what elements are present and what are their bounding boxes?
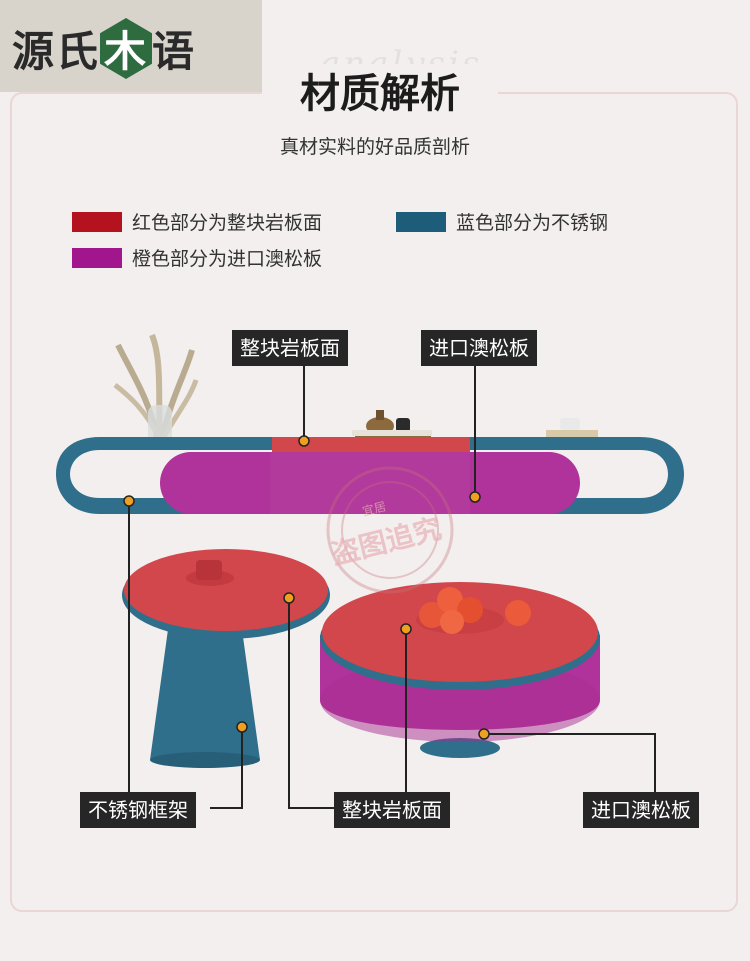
page-title: 材质解析 (262, 64, 498, 124)
marker-dot (123, 495, 135, 507)
logo-text-start: 源氏 (12, 27, 101, 76)
marker-dot (298, 435, 310, 447)
logo-text-end: 语 (152, 27, 197, 76)
marker-dot (478, 728, 490, 740)
marker-dots (123, 435, 490, 740)
marker-dot (469, 491, 481, 503)
legend-item-magenta: 橙色部分为进口澳松板 (72, 244, 322, 271)
page-subtitle: 真材实料的好品质剖析 (279, 136, 470, 158)
callout-stone-top-bottom: 整块岩板面 (334, 792, 450, 828)
callout-board-bottom: 进口澳松板 (583, 792, 699, 828)
pampas-grass-decor (113, 333, 199, 443)
side-table (122, 549, 330, 768)
legend-label-red: 红色部分为整块岩板面 (132, 212, 323, 234)
watermark-seal (326, 466, 454, 594)
marker-dot (236, 721, 248, 733)
brand-logo: 源氏木语 (0, 0, 262, 92)
marker-dot (283, 592, 295, 604)
coffee-table (320, 582, 600, 758)
marker-dot (400, 623, 412, 635)
callout-board-top: 进口澳松板 (421, 330, 537, 366)
legend-label-blue: 蓝色部分为不锈钢 (456, 212, 609, 234)
legend-item-red: 红色部分为整块岩板面 (72, 208, 322, 235)
legend-swatch-magenta (72, 247, 122, 268)
legend-item-blue: 蓝色部分为不锈钢 (396, 208, 608, 235)
legend-label-magenta: 橙色部分为进口澳松板 (132, 248, 323, 270)
leader-lines (128, 362, 656, 810)
brand-logo-text: 源氏木语 (12, 18, 196, 79)
callout-stone-top-top: 整块岩板面 (232, 330, 348, 366)
legend-swatch-blue (396, 211, 446, 232)
callout-steel-frame: 不锈钢框架 (80, 792, 196, 828)
legend-swatch-red (72, 211, 122, 232)
